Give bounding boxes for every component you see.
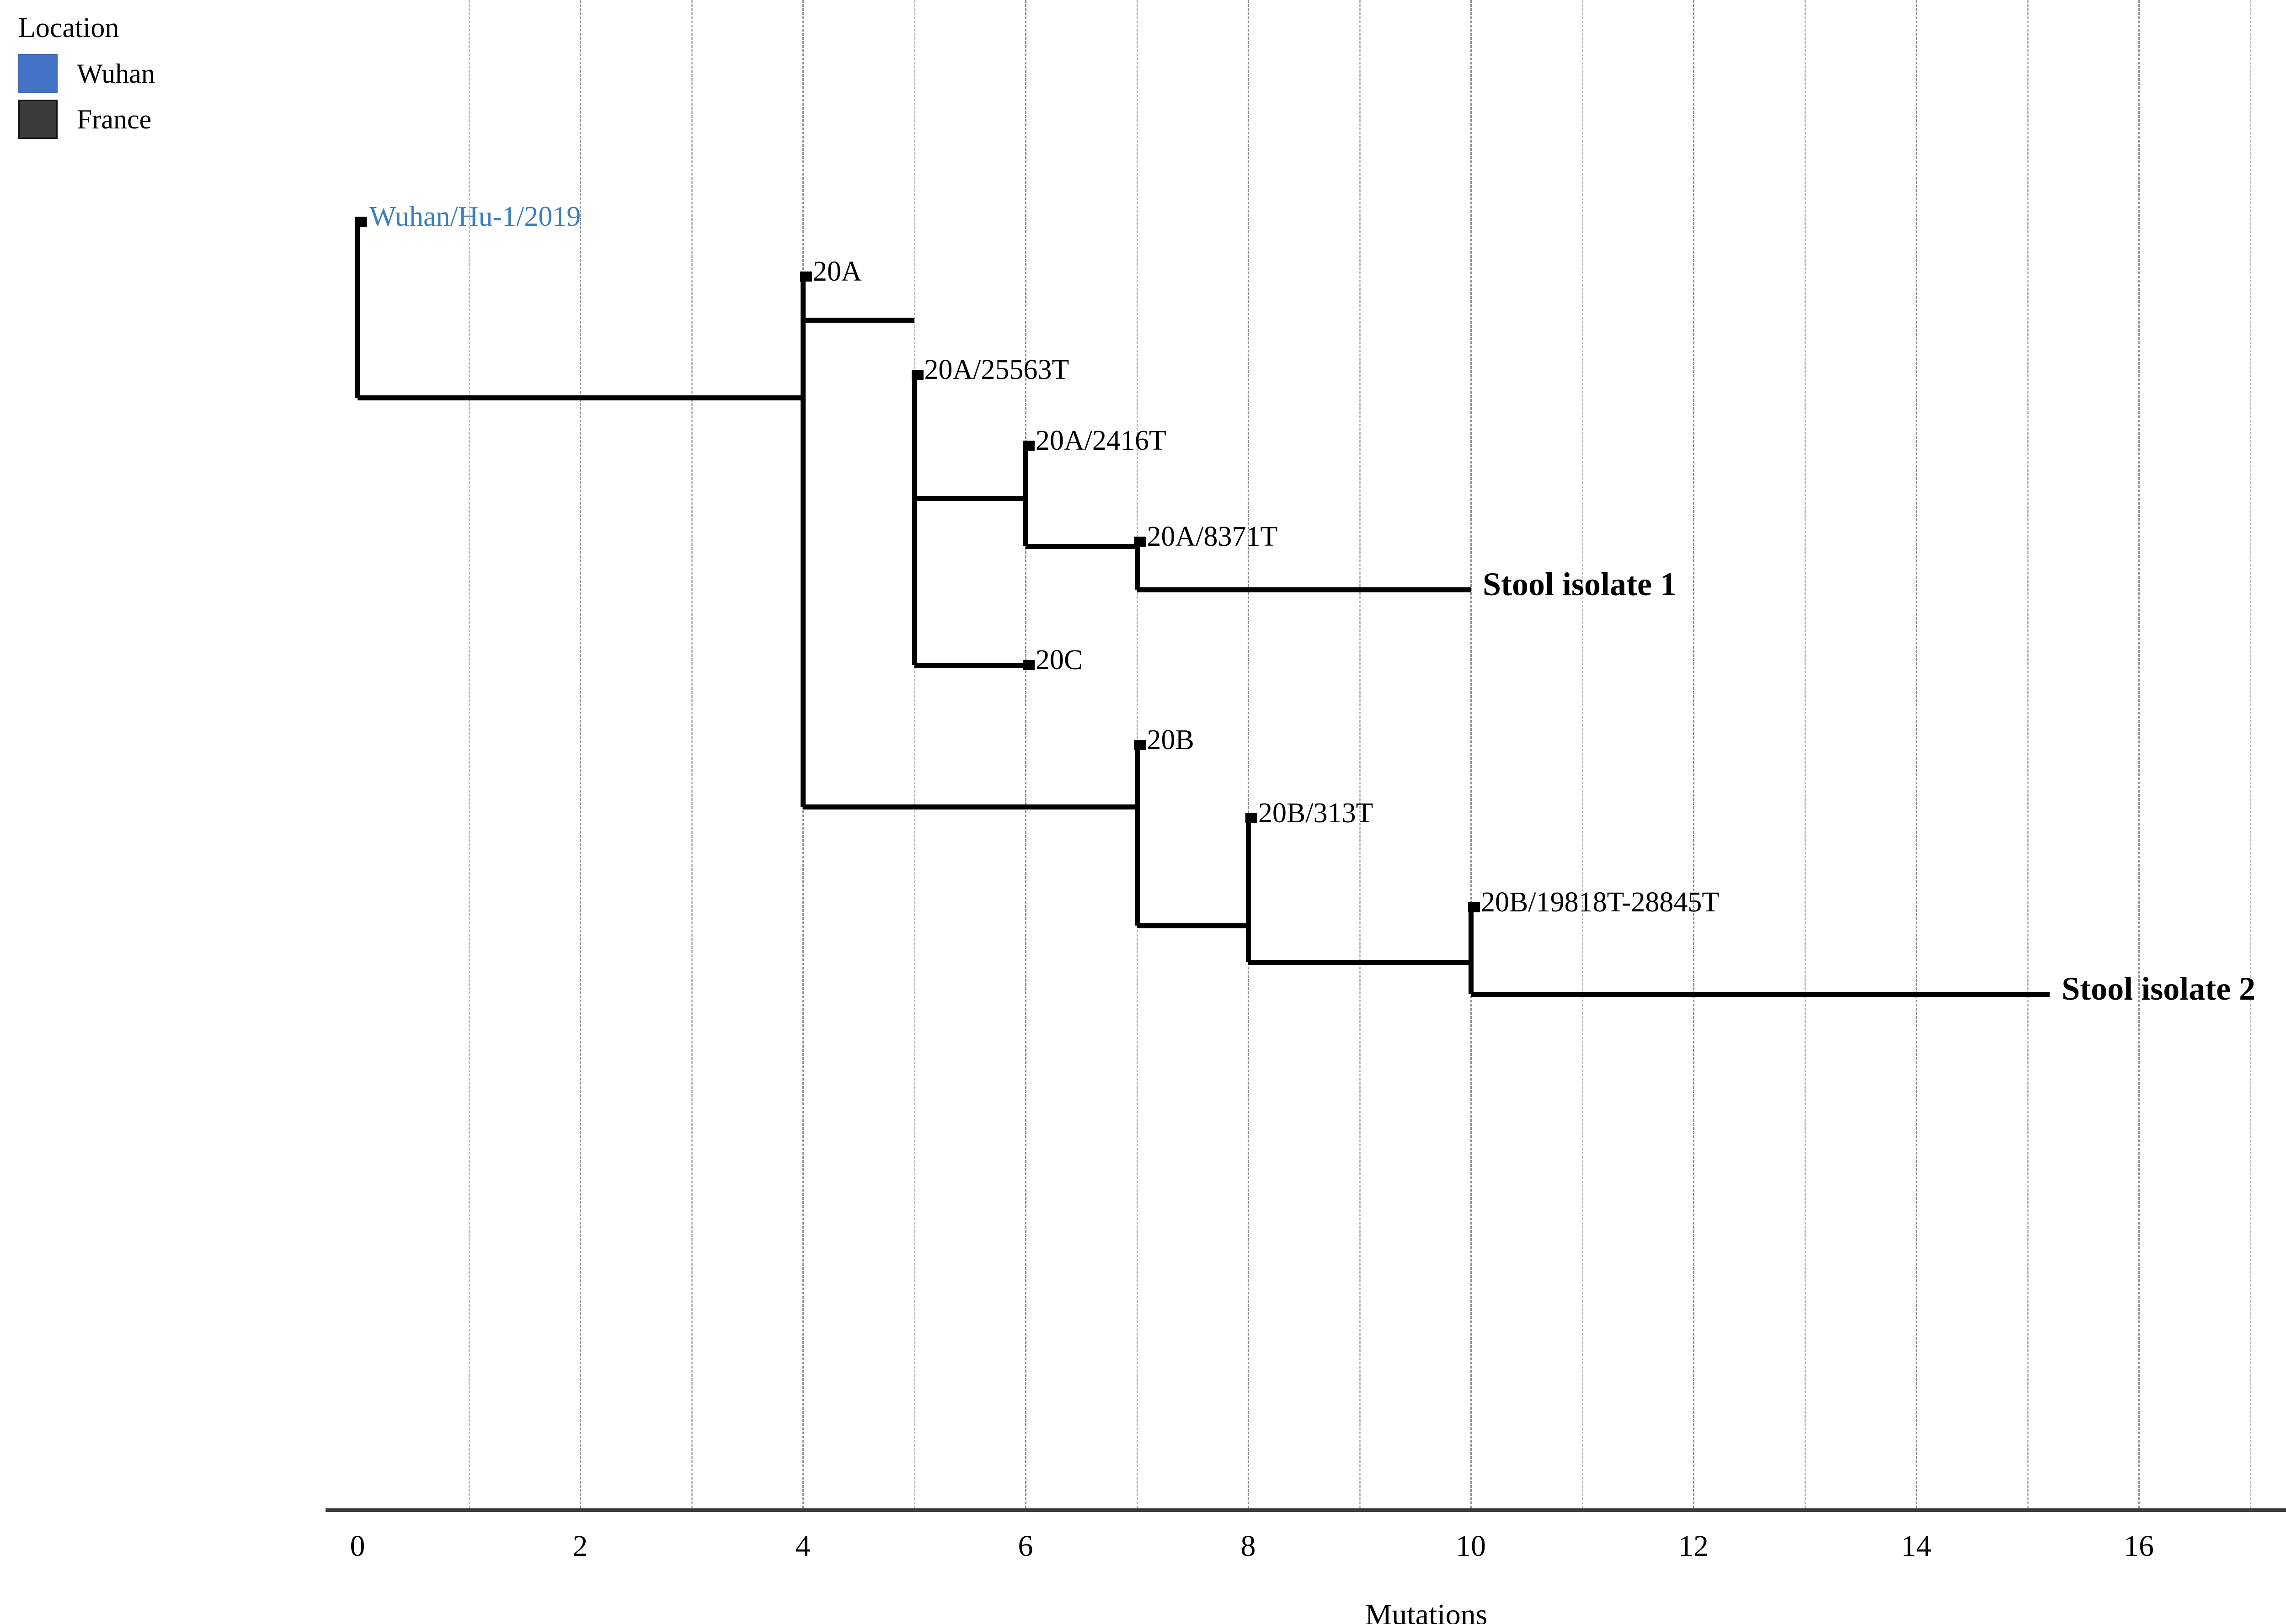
x-tick-label-12: 12 [1678, 1529, 1709, 1563]
node-dot-20B [1134, 740, 1146, 750]
branch-8371T-to-stool-isolate-1 [1137, 587, 1471, 592]
branch-20B-to-313T [1137, 923, 1248, 928]
node-dot-313T [1245, 813, 1257, 823]
tip-label-stool-isolate-2[interactable]: Stool isolate 2 [2062, 970, 2256, 1007]
legend-swatch-france [18, 100, 58, 139]
x-tick-label-10: 10 [1456, 1529, 1486, 1563]
legend-label-wuhan: Wuhan [77, 59, 155, 89]
x-tick-label-2: 2 [572, 1529, 588, 1563]
gridline-6 [1025, 0, 1026, 1508]
spine-19818T [1469, 907, 1474, 994]
branch-313T-to-19818T [1248, 960, 1471, 965]
tip-label-wuhan-hu-1-2019[interactable]: Wuhan/Hu-1/2019 [369, 201, 581, 232]
spine-2416T [1023, 446, 1028, 546]
gridline-3 [691, 0, 693, 1508]
tip-label-20b-19818t-28845t[interactable]: 20B/19818T-28845T [1481, 887, 1720, 918]
x-tick-label-8: 8 [1240, 1529, 1256, 1563]
axis-line [326, 1508, 2286, 1512]
gridline-10 [1470, 0, 1472, 1508]
gridline-12 [1693, 0, 1694, 1508]
legend-label-france: France [77, 104, 152, 134]
node-dot-wuhan [355, 217, 367, 227]
x-tick-label-4: 4 [795, 1529, 811, 1563]
spine-20B [1134, 745, 1140, 926]
legend-item-france[interactable]: France [18, 100, 155, 139]
branch-25563T-to-2416T [914, 496, 1025, 501]
spine-313T [1246, 818, 1251, 962]
tip-label-20a[interactable]: 20A [813, 256, 862, 287]
gridline-16 [2138, 0, 2140, 1508]
spine-8371T [1134, 542, 1140, 590]
branch-2416T-to-8371T [1025, 544, 1137, 549]
node-dot-8371T [1134, 537, 1146, 547]
tip-label-20a-25563t[interactable]: 20A/25563T [924, 354, 1069, 385]
x-tick-label-6: 6 [1018, 1529, 1033, 1563]
branch-20A-to-20C [914, 663, 1025, 668]
legend-item-wuhan[interactable]: Wuhan [18, 54, 155, 93]
gridline-17 [2249, 0, 2251, 1508]
branch-19818T-to-stool-isolate-2 [1471, 992, 2050, 997]
tip-label-20b[interactable]: 20B [1147, 724, 1194, 756]
node-dot-20C [1023, 660, 1035, 670]
spine-20A [801, 277, 806, 807]
root-spine [355, 222, 360, 398]
gridline-2 [580, 0, 581, 1508]
gridline-1 [468, 0, 470, 1508]
tip-label-stool-isolate-1[interactable]: Stool isolate 1 [1483, 566, 1677, 602]
gridline-13 [1804, 0, 1806, 1508]
gridline-11 [1581, 0, 1583, 1508]
node-dot-20A [800, 272, 812, 282]
gridline-14 [1916, 0, 1917, 1508]
branch-20A-to-25563T [803, 318, 914, 323]
branch-20A-to-20B [803, 804, 1137, 809]
tip-label-20a-2416t[interactable]: 20A/2416T [1036, 425, 1166, 456]
node-dot-25563T [911, 370, 924, 380]
x-tick-label-0: 0 [350, 1529, 365, 1563]
tip-label-20b-313t[interactable]: 20B/313T [1258, 798, 1373, 829]
axis-title-mutations: Mutations [1365, 1598, 1488, 1624]
gridline-8 [1248, 0, 1249, 1508]
tip-label-20a-8371t[interactable]: 20A/8371T [1147, 521, 1278, 552]
x-tick-label-14: 14 [1901, 1529, 1931, 1563]
spine-20A-20C-link [912, 498, 917, 665]
node-dot-2416T [1023, 441, 1035, 451]
legend-title: Location [18, 12, 119, 43]
legend-swatch-wuhan [18, 54, 58, 93]
gridline-9 [1359, 0, 1361, 1508]
node-dot-19818T [1468, 902, 1480, 912]
gridline-5 [913, 0, 915, 1508]
tip-label-20c[interactable]: 20C [1036, 644, 1083, 676]
x-tick-label-16: 16 [2124, 1529, 2154, 1563]
legend: Location Wuhan France [18, 14, 155, 145]
gridline-15 [2027, 0, 2029, 1508]
spine-25563T [912, 375, 917, 498]
branch-root-to-20A [358, 395, 803, 400]
